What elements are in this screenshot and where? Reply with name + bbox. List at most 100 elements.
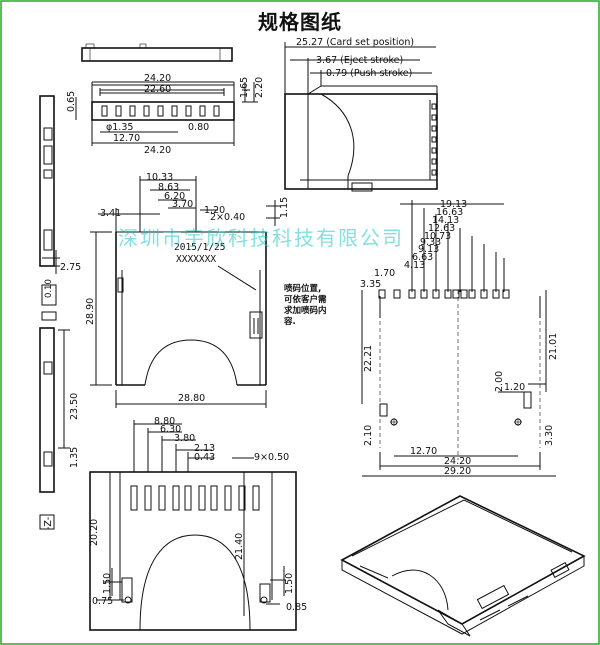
dim-pitch-9x0-50: 9×0.50	[254, 452, 289, 463]
dim-card-set-position: 25.27 (Card set position)	[296, 37, 414, 48]
top-right-side-view	[284, 42, 438, 192]
dim-12-70-top: 12.70	[113, 133, 140, 144]
dim-9-13: 9.13	[418, 244, 439, 255]
dim-3-41: 3.41	[100, 208, 121, 219]
dim-3-80: 3.80	[174, 433, 195, 444]
dim-6-63: 6.63	[412, 252, 433, 263]
side-pin	[431, 169, 437, 176]
dim-14-13: 14.13	[432, 215, 459, 226]
dim-0-10: 0.10	[44, 279, 54, 298]
dim-24-20-top: 24.20	[144, 73, 171, 84]
side-pin	[431, 136, 437, 143]
top-pin	[185, 105, 192, 117]
note-line-4: 容.	[283, 316, 296, 327]
dim-4-13: 4.13	[404, 260, 425, 271]
dim-19-13: 19.13	[440, 199, 467, 210]
company-watermark: 深圳市宇欣科技科技有限公司	[118, 226, 404, 250]
dim-28-80: 28.80	[178, 393, 205, 404]
top-pin	[143, 105, 150, 117]
top-pin	[101, 105, 108, 117]
dim-1-50-right: 1.50	[284, 573, 295, 594]
bottom-pin	[198, 485, 206, 511]
left-side-view-lower	[39, 284, 70, 530]
dim-10-73: 10.73	[424, 231, 451, 242]
bottom-pin	[238, 485, 246, 511]
side-pin	[431, 114, 437, 121]
side-pin	[431, 103, 437, 110]
dim-pitch-2x0-40: 2×0.40	[210, 212, 245, 223]
dim-6-30: 6.30	[160, 424, 181, 435]
bottom-view	[89, 420, 297, 631]
isometric-view	[340, 495, 586, 637]
bottom-pin	[172, 485, 180, 511]
dim-3-30: 3.30	[544, 425, 555, 446]
dim-21-01: 21.01	[548, 333, 559, 360]
dim-1-20-right: 1.20	[504, 382, 525, 393]
right-footprint	[361, 200, 556, 477]
section-mark-z: -Z-	[43, 517, 54, 530]
note-line-3: 求加喷码内	[284, 305, 327, 316]
print-date: 2015/1/25	[174, 242, 225, 253]
page-title: 规格图纸	[258, 10, 342, 34]
dim-2-00: 2.00	[494, 371, 505, 392]
dim-23-50: 23.50	[69, 393, 80, 420]
dim-0-65: 0.65	[66, 91, 77, 112]
dim-22-21: 22.21	[363, 345, 374, 372]
footprint-pad	[452, 289, 460, 299]
bottom-pin	[158, 485, 166, 511]
dim-1-35: 1.35	[69, 447, 80, 468]
dim-1-15: 1.15	[279, 197, 290, 218]
top-pin	[213, 105, 220, 117]
note-line-1: 喷码位置,	[284, 283, 321, 294]
dim-10-33: 10.33	[146, 172, 173, 183]
top-side-profile	[81, 43, 233, 62]
middle-top-view	[90, 176, 280, 408]
top-pin	[171, 105, 178, 117]
bottom-pin	[184, 485, 192, 511]
note-line-2: 可依客户需	[284, 294, 327, 305]
top-pin	[115, 105, 122, 117]
dim-8-63: 8.63	[158, 182, 179, 193]
dim-12-63: 12.63	[428, 223, 455, 234]
dim-2-20: 2.20	[254, 77, 265, 98]
top-pin	[157, 105, 164, 117]
dim-28-90: 28.90	[85, 298, 96, 325]
side-pin	[431, 158, 437, 165]
bottom-pin	[224, 485, 232, 511]
dim-0-43: 0.43	[194, 452, 215, 463]
dim-2-10: 2.10	[363, 425, 374, 446]
dim-9-33: 9.33	[420, 237, 441, 248]
dim-24-20-right: 24.20	[444, 456, 471, 467]
dim-1-65: 1.65	[239, 77, 250, 98]
dim-3-35: 3.35	[360, 279, 381, 290]
top-pin	[199, 105, 206, 117]
dim-1-50-left: 1.50	[102, 573, 113, 594]
footprint-pad	[460, 289, 468, 299]
side-pin	[431, 125, 437, 132]
dim-24-20-bottom: 24.20	[144, 145, 171, 156]
bottom-pin	[130, 485, 138, 511]
top-front-view	[75, 81, 258, 146]
dim-6-20: 6.20	[164, 191, 185, 202]
dim-20-20: 20.20	[89, 519, 100, 546]
dim-3-70: 3.70	[172, 199, 193, 210]
footprint-pad	[378, 289, 386, 299]
bottom-pin	[210, 485, 218, 511]
dim-hole-dia: φ1.35	[106, 122, 133, 133]
footprint-pad	[393, 289, 401, 299]
dim-16-63: 16.63	[436, 207, 463, 218]
left-side-view-upper	[39, 95, 60, 274]
top-pin	[129, 105, 136, 117]
dim-29-20: 29.20	[444, 466, 471, 477]
dim-eject-stroke: 3.67 (Eject stroke)	[316, 55, 403, 66]
dim-0-75: 0.75	[92, 596, 113, 607]
side-pin	[431, 147, 437, 154]
print-code: XXXXXXX	[176, 254, 216, 265]
dim-push-stroke: 0.79 (Push stroke)	[326, 68, 412, 79]
dim-22-60: 22.60	[144, 84, 171, 95]
dim-1-70: 1.70	[374, 268, 395, 279]
dim-2-75: 2.75	[60, 262, 81, 273]
dim-21-40: 21.40	[234, 533, 245, 560]
